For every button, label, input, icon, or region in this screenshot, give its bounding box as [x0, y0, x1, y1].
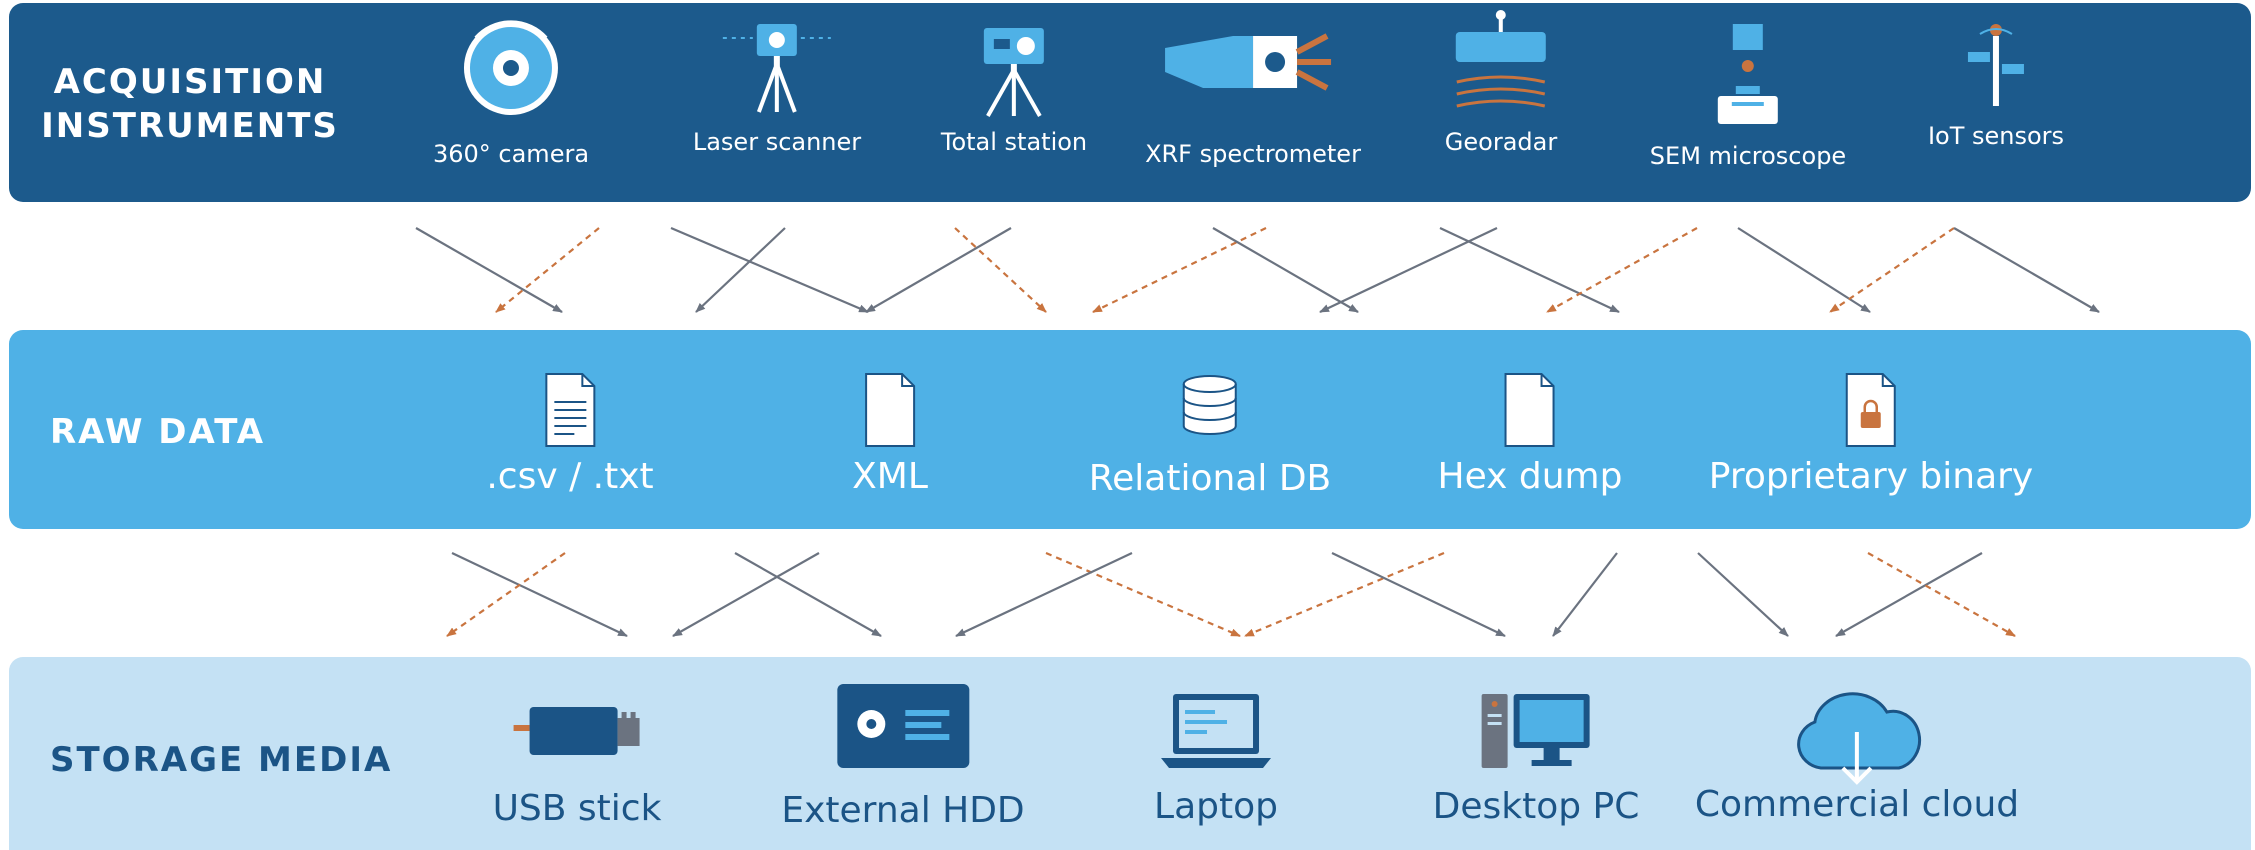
dashed-arrow [446, 552, 566, 637]
dashed-arrow [1244, 551, 1445, 638]
cloud-download-icon [1797, 692, 1922, 785]
solid-arrow [1953, 227, 2100, 313]
format-relational-db: Relational DB [1088, 374, 1332, 499]
solid-arrow [415, 227, 563, 313]
xrf-spectrometer-icon [1165, 33, 1331, 91]
dashed-arrow [1867, 552, 2016, 637]
format-label: Proprietary binary [1708, 456, 2034, 497]
file-icon [1504, 373, 1555, 447]
format-label: XML [852, 456, 928, 497]
database-icon [1183, 375, 1237, 435]
dashed-arrow [1546, 227, 1698, 313]
instrument-360-camera: 360° camera [433, 16, 589, 168]
instrument-laser-scanner: Laser scanner [693, 20, 861, 156]
dashed-arrow [1045, 551, 1241, 638]
solid-arrow [734, 552, 882, 637]
locked-file-icon [1845, 373, 1896, 447]
instrument-label: 360° camera [432, 140, 590, 168]
format-label: .csv / .txt [486, 456, 654, 497]
storage-label: Desktop PC [1432, 786, 1640, 827]
acquisition-instruments-title: ACQUISITION INSTRUMENTS [40, 60, 340, 148]
text-file-icon [544, 373, 595, 447]
format-label: Relational DB [1088, 458, 1332, 499]
dashed-arrow [954, 227, 1047, 313]
instrument-label: SEM microscope [1649, 142, 1847, 170]
instrument-label: Total station [940, 128, 1088, 156]
iot-sensor-icon [1968, 24, 2024, 106]
raw-data-title: RAW DATA [50, 412, 266, 452]
instrument-sem-microscope: SEM microscope [1650, 22, 1846, 170]
hard-drive-icon [836, 684, 969, 768]
instrument-label: Laser scanner [692, 128, 862, 156]
storage-laptop: Laptop [1154, 692, 1278, 827]
instrument-label: XRF spectrometer [1145, 140, 1361, 168]
instrument-georadar: Georadar [1445, 8, 1557, 156]
solid-arrow [1331, 552, 1506, 637]
dashed-arrow [495, 227, 600, 313]
instrument-total-station: Total station [941, 24, 1087, 156]
microscope-icon [1717, 24, 1778, 124]
solid-arrow [865, 227, 1012, 313]
storage-label: External HDD [781, 790, 1025, 831]
laptop-icon [1161, 694, 1271, 768]
solid-arrow [1737, 227, 1871, 313]
format-csv-txt: .csv / .txt [486, 372, 654, 497]
storage-commercial-cloud: Commercial cloud [1695, 688, 2019, 825]
solid-arrow [1319, 227, 1498, 313]
storage-usb-stick: USB stick [492, 702, 662, 829]
total-station-icon [984, 28, 1044, 117]
solid-arrow [670, 226, 869, 314]
storage-media-title: STORAGE MEDIA [50, 740, 393, 780]
acquisition-instruments-band [9, 3, 2251, 202]
solid-arrow [1835, 552, 1983, 637]
solid-arrow [672, 552, 820, 637]
usb-stick-icon [513, 707, 640, 755]
storage-external-hdd: External HDD [781, 682, 1025, 831]
solid-arrow [955, 552, 1133, 637]
solid-arrow [1439, 227, 1620, 313]
solid-arrow [1212, 227, 1359, 313]
instrument-xrf-spectrometer: XRF spectrometer [1145, 28, 1361, 168]
acquisition-title-line-1: ACQUISITION [53, 62, 327, 102]
dashed-arrow [1829, 227, 1955, 313]
acquisition-title-line-2: INSTRUMENTS [41, 106, 339, 146]
format-xml: XML [852, 372, 928, 497]
format-hex-dump: Hex dump [1437, 372, 1623, 497]
laser-scanner-icon [723, 24, 831, 113]
camera-360-icon [464, 20, 558, 115]
instrument-label: Georadar [1444, 128, 1558, 156]
storage-desktop-pc: Desktop PC [1432, 690, 1640, 827]
georadar-icon [1456, 10, 1546, 108]
format-proprietary-binary: Proprietary binary [1709, 372, 2033, 497]
storage-label: Laptop [1154, 786, 1278, 827]
storage-label: USB stick [492, 788, 662, 829]
instrument-label: IoT sensors [1927, 122, 2065, 150]
solid-arrow [695, 227, 786, 313]
format-label: Hex dump [1437, 456, 1623, 497]
desktop-pc-icon [1481, 694, 1590, 768]
instrument-iot-sensors: IoT sensors [1928, 22, 2064, 150]
file-icon [865, 373, 915, 447]
solid-arrow [1697, 552, 1789, 637]
solid-arrow [1552, 552, 1618, 637]
storage-label: Commercial cloud [1694, 784, 2020, 825]
solid-arrow [451, 552, 628, 637]
dashed-arrow [1092, 227, 1267, 313]
